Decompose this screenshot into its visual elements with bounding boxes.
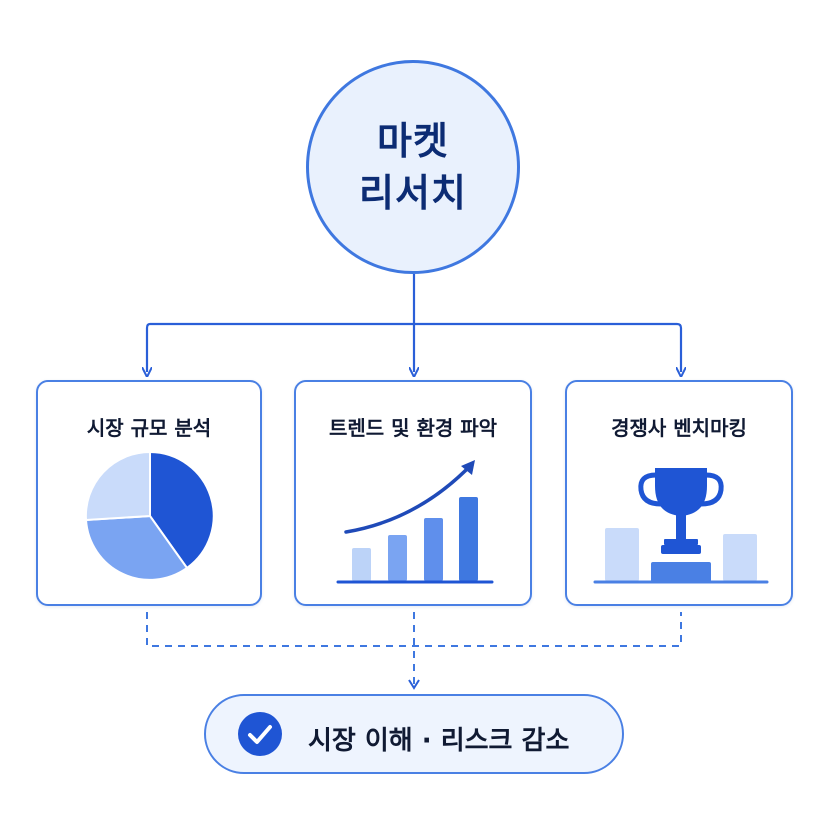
- branch-title: 경쟁사 벤치마킹: [611, 416, 747, 440]
- growth-bar-chart-icon: [336, 460, 494, 584]
- branch-card-benchmark: 경쟁사 벤치마킹: [565, 380, 793, 606]
- result-label: 시장 이해 · 리스크 감소: [308, 726, 570, 756]
- branch-title: 시장 규모 분석: [86, 416, 212, 440]
- result-arrowhead: [408, 679, 420, 690]
- check-circle-icon: [238, 712, 282, 756]
- root-title-line2: 리서치: [359, 171, 467, 215]
- result-node: 시장 이해 · 리스크 감소: [204, 694, 624, 774]
- root-title-line1: 마켓: [377, 119, 449, 163]
- root-node: 마켓 리서치: [306, 60, 520, 274]
- dashed-merge-line: [146, 612, 682, 686]
- branch-card-trend: 트렌드 및 환경 파악: [294, 380, 532, 606]
- left-branch-line: [147, 322, 414, 372]
- branch-card-market-size: 시장 규모 분석: [36, 380, 262, 606]
- pie-chart-icon: [84, 450, 215, 581]
- trophy-icon: [593, 468, 769, 584]
- right-branch-line: [414, 322, 681, 372]
- root-title: 마켓 리서치: [338, 115, 488, 219]
- branch-title: 트렌드 및 환경 파악: [328, 416, 498, 440]
